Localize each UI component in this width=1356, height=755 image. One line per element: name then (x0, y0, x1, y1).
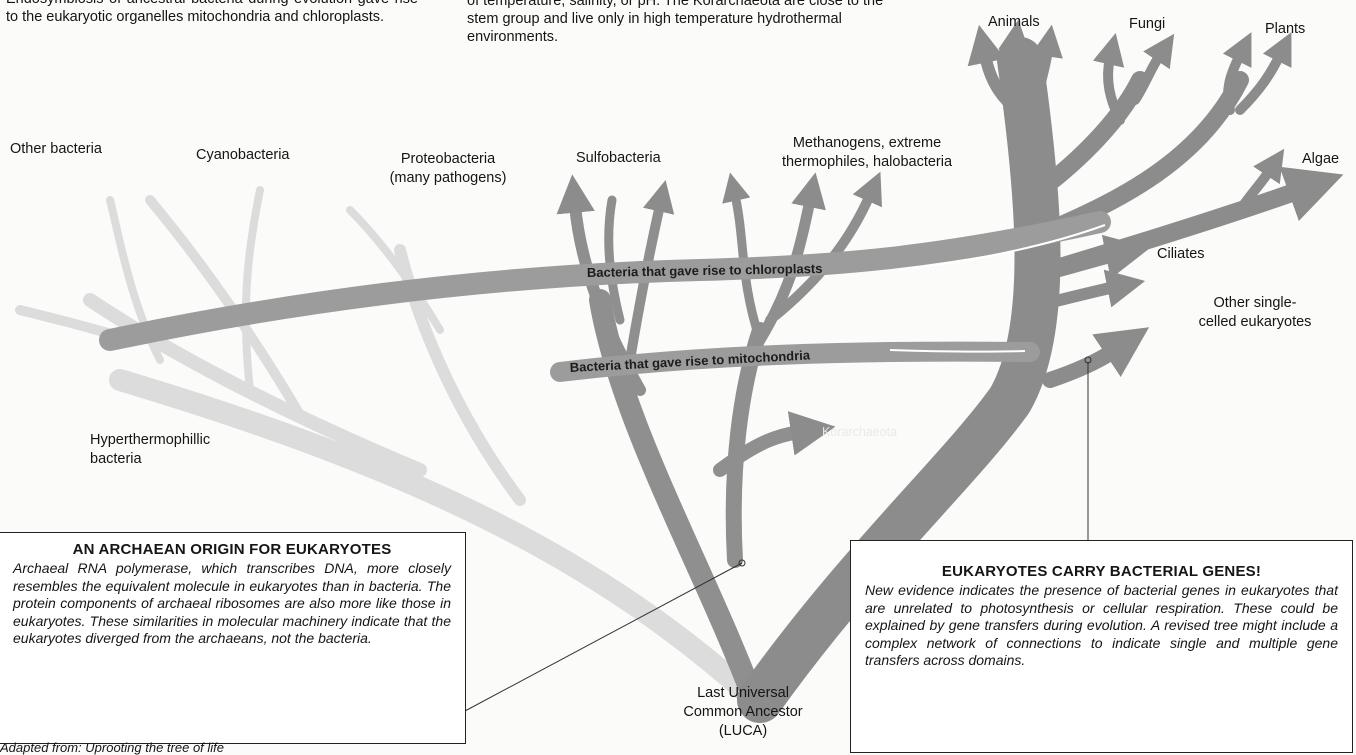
endosymbiosis-text: Endosymbiosis of ancestral bacteria duri… (6, 0, 418, 26)
archaean-origin-title: AN ARCHAEAN ORIGIN FOR EUKARYOTES (13, 541, 451, 558)
label-animals: Animals (988, 13, 1040, 32)
label-sulfobacteria: Sulfobacteria (576, 149, 661, 168)
bacterial-genes-body: New evidence indicates the presence of b… (865, 582, 1338, 670)
korarchaeota-description-text: of temperature, salinity, or pH. The Kor… (467, 0, 897, 46)
label-cyanobacteria: Cyanobacteria (196, 146, 290, 165)
label-plants: Plants (1265, 20, 1305, 39)
bacterial-genes-title: EUKARYOTES CARRY BACTERIAL GENES! (865, 563, 1338, 580)
label-ciliates: Ciliates (1157, 245, 1205, 264)
label-other-bacteria: Other bacteria (10, 140, 102, 159)
label-methanogens: Methanogens, extreme thermophiles, halob… (762, 134, 972, 172)
label-luca: Last Universal Common Ancestor (LUCA) (663, 684, 823, 741)
archaean-origin-body: Archaeal RNA polymerase, which transcrib… (13, 560, 451, 648)
label-algae: Algae (1302, 150, 1339, 169)
korarchaeota-label: Korarchaeota (822, 425, 897, 439)
label-proteobacteria: Proteobacteria (many pathogens) (368, 150, 528, 188)
archaean-origin-box: AN ARCHAEAN ORIGIN FOR EUKARYOTES Archae… (0, 532, 466, 744)
label-hyperthermophillic: Hyperthermophillic bacteria (90, 431, 210, 469)
bacterial-genes-box: EUKARYOTES CARRY BACTERIAL GENES! New ev… (850, 540, 1353, 753)
label-other-single-celled: Other single- celled eukaryotes (1165, 294, 1345, 332)
label-fungi: Fungi (1129, 15, 1165, 34)
